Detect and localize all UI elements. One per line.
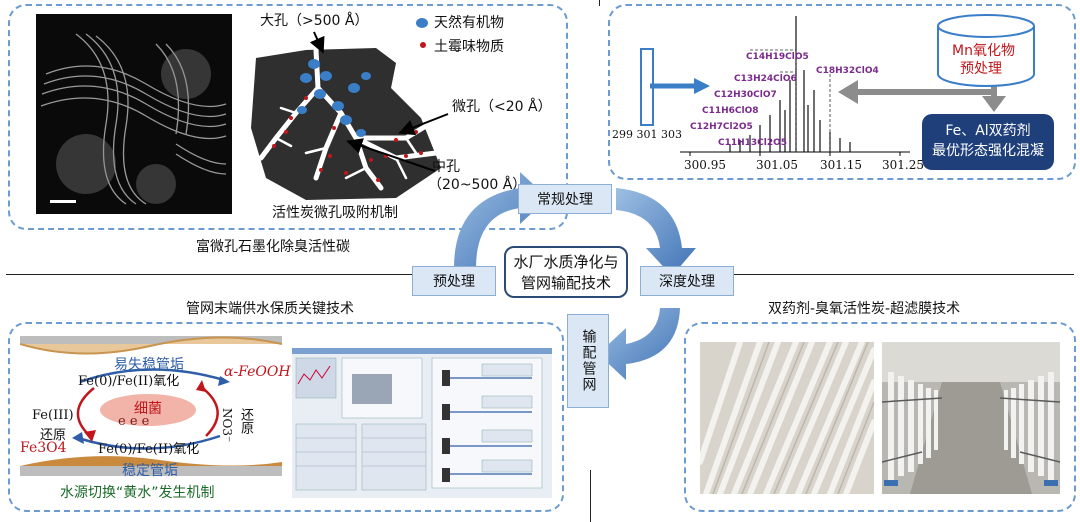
activated-carbon-caption: 富微孔石墨化除臭活性碳 <box>196 239 350 255</box>
legend-odor-label: 土霉味物质 <box>434 39 504 55</box>
advanced-treatment-box: 深度处理 <box>640 266 734 296</box>
electrons-label: e e e <box>118 414 150 429</box>
cylinder-label-2: 预处理 <box>960 61 1002 77</box>
formula-1: C14H19ClO5 <box>746 52 809 62</box>
yellow-water-diagram <box>20 336 282 476</box>
axis-tick-3: 301.15 <box>820 158 862 172</box>
fe3-reduction-line-1: Fe(III) <box>32 408 74 423</box>
stable-scale-label: 稳定管垢 <box>122 463 178 479</box>
mass-spectrum <box>680 16 910 156</box>
coagulation-line-1: Fe、Al双药剂 <box>945 123 1031 139</box>
legend-nom-label: 天然有机物 <box>434 15 504 31</box>
tem-micrograph <box>36 14 232 214</box>
divider-vertical-bottom <box>590 470 591 522</box>
formula-5: C12H7Cl2O5 <box>690 122 753 132</box>
scale-bar <box>50 200 76 203</box>
center-title-line-2: 管网输配技术 <box>520 274 611 292</box>
scada-monitor-screen <box>292 334 552 498</box>
fe3-reduction-line-2: 还原 <box>40 428 67 443</box>
unstable-scale-label: 易失稳管垢 <box>114 357 184 373</box>
gray-arrow-left <box>838 80 996 104</box>
pore-pointer-arrows <box>310 31 449 172</box>
mn-oxide-cylinder <box>937 14 1035 87</box>
coagulation-box: Fe、Al双药剂 最优形态强化混凝 <box>922 114 1054 170</box>
small-axis-ticks: 299 301 303 <box>612 128 682 141</box>
meso-pore-range: （20~500 Å） <box>428 177 527 193</box>
divider-vertical-top <box>599 0 600 6</box>
conventional-treatment-box: 常规处理 <box>518 184 612 214</box>
network-section-title: 管网末端供水保质关键技术 <box>186 301 354 317</box>
divider-horizontal <box>6 274 426 275</box>
formula-3: C12H30ClO7 <box>714 90 777 100</box>
fe3o4-label: Fe3O4 <box>20 440 67 456</box>
oxidation-bottom-label: Fe(0)/Fe(II)氧化 <box>98 442 200 457</box>
membrane-plant-photo <box>882 342 1060 494</box>
formula-2: C13H24ClO6 <box>734 74 797 84</box>
activated-carbon-panel: 大孔（>500 Å） 微孔（<20 Å） 中孔 （20~500 Å） 活性炭微孔… <box>8 4 568 230</box>
no3-label-1: NO3⁻ <box>220 408 234 443</box>
membrane-section-title: 双药剂-臭氧活性炭-超滤膜技术 <box>768 301 961 317</box>
center-title-line-1: 水厂水质净化与 <box>513 253 619 271</box>
legend-odor-icon <box>420 42 426 48</box>
axis-tick-2: 301.05 <box>756 158 798 172</box>
divider-horizontal-right <box>720 274 1074 275</box>
blue-arrow-right <box>650 78 710 94</box>
axis-tick-4: 301.25 <box>882 158 924 172</box>
network-panel: 易失稳管垢 Fe(0)/Fe(II)氧化 α-FeOOH Fe(III) 还原 … <box>8 322 564 512</box>
formula-6: C11H13Cl2O5 <box>718 138 788 148</box>
legend-nom-icon <box>416 18 428 28</box>
micro-pore-label: 微孔（<20 Å） <box>452 99 552 115</box>
center-title-box: 水厂水质净化与 管网输配技术 <box>504 246 628 298</box>
formula-4: C11H6ClO8 <box>702 106 759 116</box>
pretreatment-box: 预处理 <box>412 266 496 296</box>
formula-7: C18H32ClO4 <box>816 66 879 76</box>
cylinder-label-1: Mn氧化物 <box>952 43 1015 59</box>
distribution-label: 输配管网 <box>580 329 597 393</box>
distribution-network-box: 输配管网 <box>567 314 609 408</box>
meso-pore-label: 中孔 <box>432 159 460 175</box>
coagulation-panel: C14H19ClO5 C13H24ClO6 C12H30ClO7 C11H6Cl… <box>608 4 1076 180</box>
axis-tick-1: 300.95 <box>684 158 726 172</box>
yellow-water-caption: 水源切换“黄水”发生机制 <box>60 485 215 501</box>
macro-pore-label: 大孔（>500 Å） <box>260 13 369 29</box>
coagulation-line-2: 最优形态强化混凝 <box>932 143 1044 159</box>
membrane-panel <box>684 322 1076 512</box>
oxidation-top-label: Fe(0)/Fe(II)氧化 <box>78 374 180 389</box>
ultrafiltration-fibers-photo <box>700 342 874 494</box>
mechanism-title: 活性炭微孔吸附机制 <box>272 205 398 221</box>
bacteria-label: 细菌 <box>134 401 162 417</box>
no3-label-2: 还原 <box>238 408 253 434</box>
feooh-label: α-FeOOH <box>224 364 291 380</box>
pore-adsorption-diagram <box>251 47 441 200</box>
